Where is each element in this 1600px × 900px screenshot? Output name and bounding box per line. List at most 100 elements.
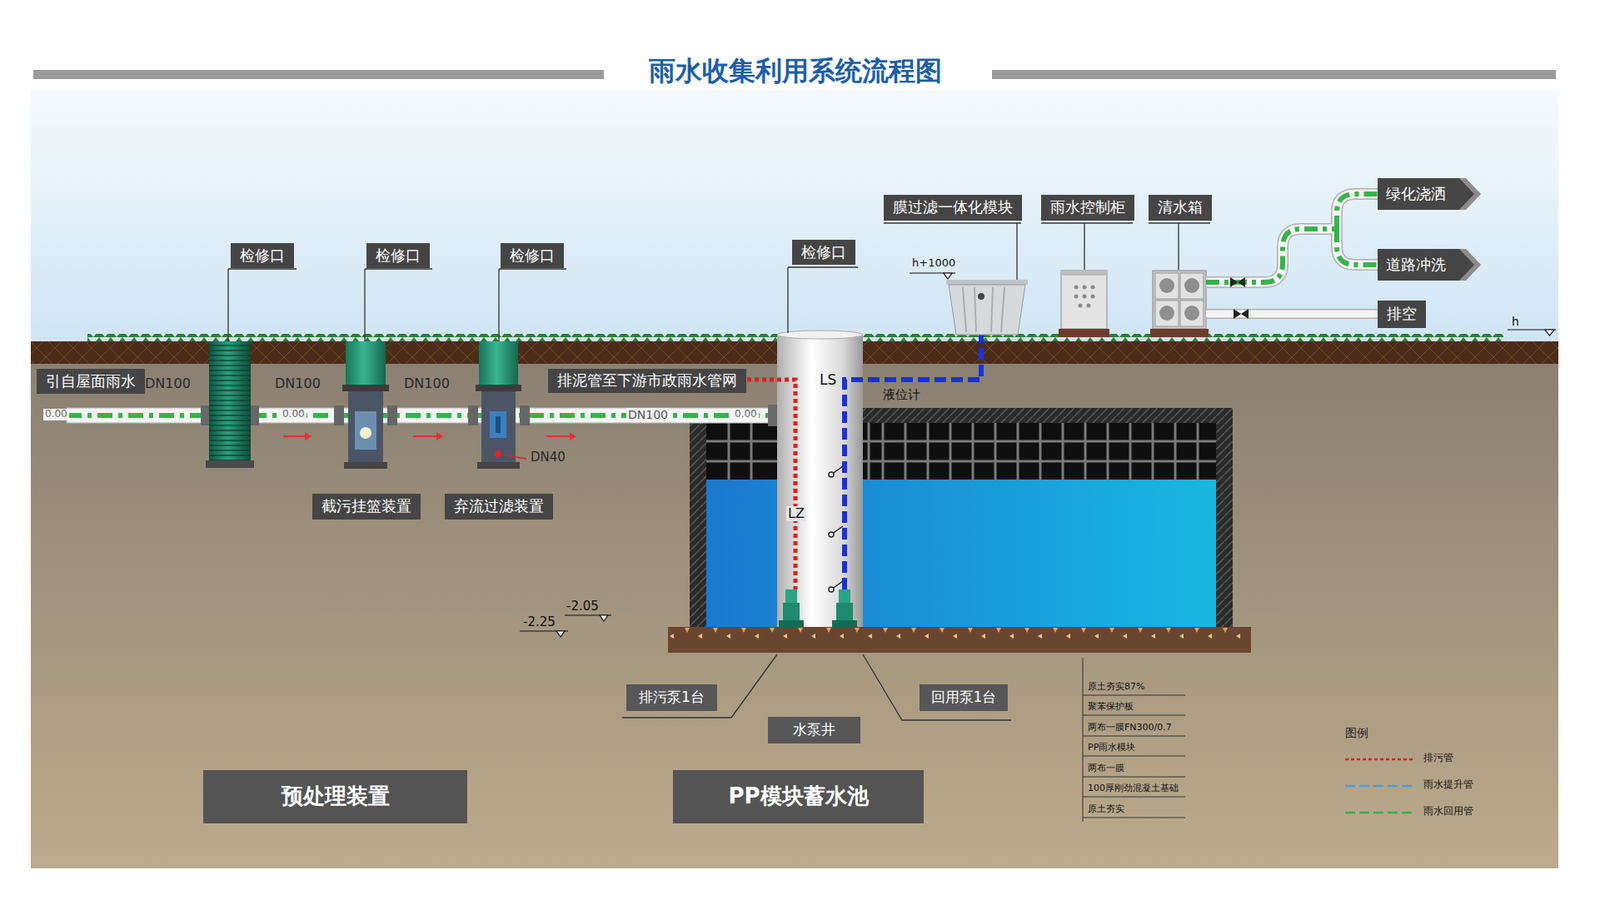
- node-text: 截污挂篮装置: [321, 498, 412, 516]
- control-cabinet-part-part: [1074, 285, 1079, 290]
- callout-box: 清水箱: [1148, 194, 1212, 221]
- membrane-module-part-part: [974, 287, 977, 333]
- node-text: 水泵井: [792, 722, 836, 739]
- callout-box: 排污泵1台: [626, 684, 718, 712]
- storage-tank-part-part: [1084, 423, 1087, 480]
- storage-tank-part-part: [1061, 423, 1065, 480]
- control-cabinet-part-part: [1091, 285, 1096, 290]
- storage-tank-part-part: [927, 423, 930, 480]
- storage-tank-part-part: [750, 423, 753, 480]
- control-cabinet-part-part: [1082, 294, 1087, 300]
- leader-lines-part: [622, 654, 778, 718]
- legend-title: 图例: [1345, 726, 1369, 740]
- layer-note: 聚苯保护板: [1087, 702, 1134, 713]
- control-cabinet-part: [1061, 270, 1107, 329]
- layer-table-part: [1082, 777, 1186, 778]
- pretreatment-wells-part: [205, 460, 255, 469]
- lift-pipe-part-part: [828, 472, 834, 478]
- pretreatment-wells-part: [387, 405, 398, 426]
- leader-lines-part: [1041, 223, 1133, 270]
- pretreatment-wells-part: [477, 462, 520, 469]
- reuse-pipes-part: [1206, 194, 1380, 283]
- pretreatment-wells-part: [502, 454, 527, 459]
- arrow-shape-edge: [1377, 178, 1481, 210]
- reuse-pipes-part-part: [1233, 309, 1242, 320]
- storage-tank-part-part: [904, 423, 908, 480]
- callout-box: 检修口: [792, 239, 856, 265]
- leader-lines: [228, 223, 1211, 721]
- dimension-label: -2.05: [566, 599, 599, 614]
- pretreatment-wells-part: [359, 427, 372, 439]
- legend-samples-part: [1345, 812, 1414, 815]
- callout-box: 截污挂篮装置: [312, 493, 421, 520]
- callout-box: 弃流过滤装置: [444, 493, 554, 520]
- dimension-label: 0.00: [732, 408, 759, 421]
- membrane-module-part: [946, 279, 1028, 285]
- title-bars-part: [991, 69, 1556, 80]
- reuse-pipes-part-part: [1230, 277, 1238, 288]
- flow-arrows-part: [304, 432, 312, 441]
- dimension-label: DN100: [144, 376, 191, 392]
- elevation-marks-part: [1545, 329, 1555, 336]
- layer-note: 100厚刚劲混凝土基础: [1087, 783, 1179, 795]
- layer-table: [1082, 657, 1186, 823]
- diagram-title: 雨水收集利用系统流程图: [648, 54, 943, 87]
- pretreatment-wells-part: [519, 405, 530, 426]
- legend-samples-part: [1345, 785, 1414, 788]
- section-box: 预处理装置: [203, 770, 468, 824]
- clear-water-tank-part-part: [1184, 278, 1200, 294]
- dimension-label: LS: [819, 372, 837, 389]
- dimension-label: 液位计: [882, 388, 921, 403]
- elevation-marks: [519, 273, 1556, 638]
- pretreatment-wells-part: [348, 391, 384, 464]
- layer-note: 原土夯实: [1087, 804, 1125, 816]
- pretreatment-wells-part: [333, 405, 344, 426]
- pump-well-part-part: [785, 589, 798, 604]
- node-text: 检修口: [239, 247, 285, 265]
- lift-pipe-part-part: [828, 587, 834, 593]
- dimension-label: -2.25: [523, 615, 556, 630]
- callout-box: 检修口: [366, 243, 430, 269]
- node-text: 排空: [1386, 305, 1417, 324]
- node-text: PP模块蓄水池: [727, 784, 868, 810]
- storage-tank-part: [667, 627, 1252, 653]
- reuse-pipes-part: [1206, 194, 1380, 283]
- pretreatment-wells-part: [343, 462, 388, 469]
- dimension-label: 0.00: [280, 408, 307, 421]
- storage-tank-part-part: [727, 423, 731, 480]
- node-text: 检修口: [801, 244, 847, 262]
- storage-tank-part: [689, 408, 1233, 628]
- layer-note: PP雨水模块: [1087, 742, 1136, 754]
- pump-well-part-part: [836, 603, 853, 622]
- leader-lines-part: [883, 223, 1022, 280]
- pretreatment-wells-part: [209, 341, 251, 464]
- dimension-label: h: [1511, 314, 1520, 329]
- storage-tank-part-part: [882, 423, 885, 480]
- membrane-module-part: [962, 287, 1005, 333]
- node-text: 清水箱: [1157, 199, 1203, 217]
- layer-note: 原土夯实87%: [1087, 682, 1145, 693]
- pretreatment-wells-part: [345, 341, 386, 388]
- dimension-label: DN40: [530, 450, 566, 465]
- reuse-pipes: [1206, 194, 1380, 320]
- elevation-marks-part: [943, 273, 953, 280]
- callout-box: 排空: [1377, 300, 1426, 329]
- control-cabinet-part: [1058, 328, 1110, 338]
- pretreatment-wells-part: [494, 450, 502, 458]
- storage-tank-part-part: [1151, 423, 1155, 480]
- storage-tank: [667, 408, 1252, 653]
- clear-water-tank-part-part: [1180, 300, 1204, 327]
- flow-arrows-part: [436, 432, 444, 441]
- flow-arrows-part: [569, 432, 577, 441]
- dimension-label: h+1000: [912, 257, 956, 270]
- inlet-pipe: [66, 404, 778, 427]
- legend-text: 雨水回用管: [1423, 806, 1474, 818]
- layer-table-part: [1082, 715, 1186, 717]
- pretreatment-wells-part: [354, 411, 377, 450]
- callout-box: 检修口: [230, 243, 295, 269]
- membrane-module-part-part: [991, 287, 993, 333]
- inlet-pipe-part: [767, 404, 778, 427]
- callout-box: 引自屋面雨水: [36, 368, 145, 394]
- clear-water-tank-part-part: [1159, 278, 1175, 294]
